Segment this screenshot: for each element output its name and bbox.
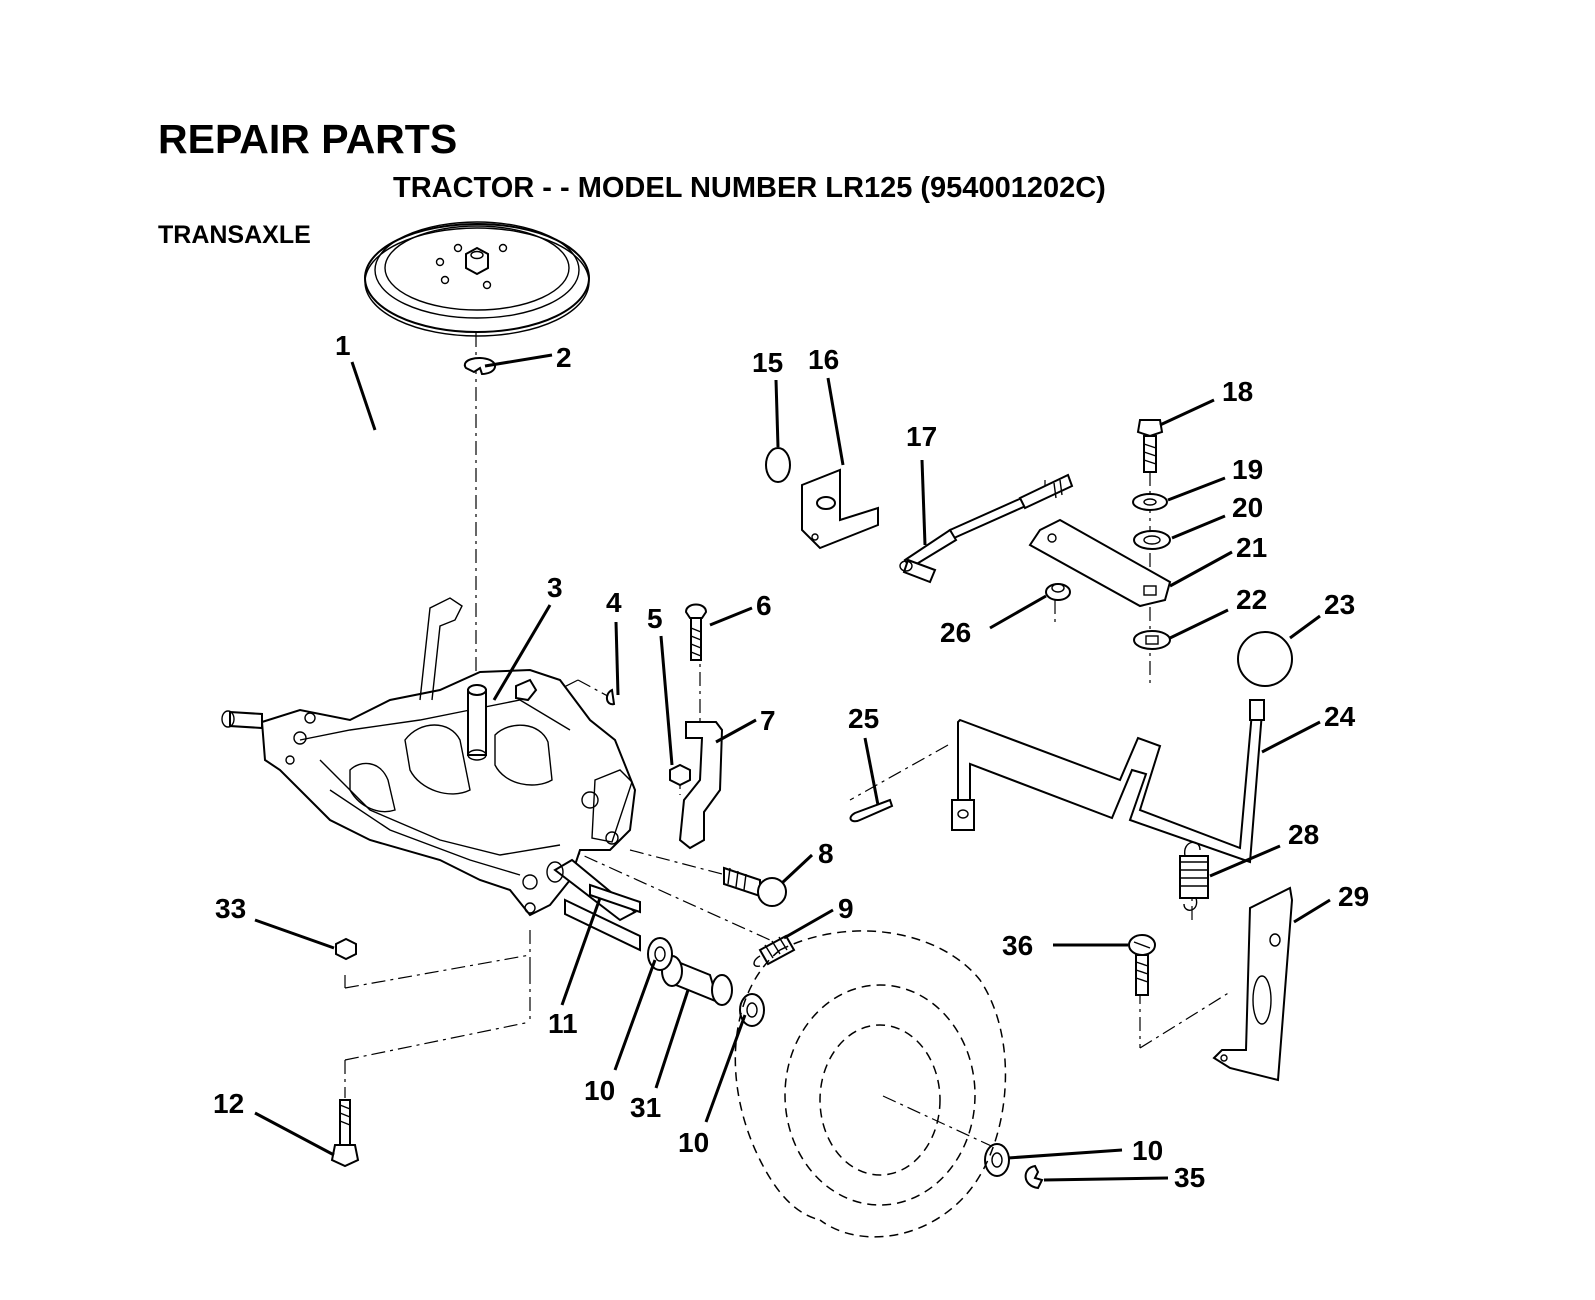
callout-3: 3 [547,572,563,603]
bracket-part-29 [1212,886,1294,1082]
nut-part-5 [669,763,691,787]
callout-16: 16 [808,344,839,375]
rod-assembly-part-17 [899,473,1074,584]
callout-19: 19 [1232,454,1263,485]
callout-28: 28 [1288,819,1319,850]
callout-33: 33 [215,893,246,924]
bolt-part-6 [684,603,708,661]
callout-31: 31 [630,1092,661,1123]
transaxle-housing-part [221,597,637,922]
callout-4: 4 [606,587,622,618]
callout-26: 26 [940,617,971,648]
section-heading: TRANSAXLE [158,221,311,249]
callout-5: 5 [647,603,663,634]
shift-lever-part-24 [951,699,1265,864]
washer-part-15 [765,447,791,483]
model-subtitle: TRACTOR - - MODEL NUMBER LR125 (95400120… [393,172,1106,204]
callout-12: 12 [213,1088,244,1119]
page-title: REPAIR PARTS [158,116,458,162]
e-clip-part-35 [1024,1164,1044,1190]
callout-8: 8 [818,838,834,869]
bushing-part-26 [1045,583,1071,601]
callout-labels: 1 2 3 4 5 6 7 8 9 11 10 31 10 10 35 33 1… [213,330,1369,1193]
bracket-part-7 [678,721,724,850]
key-part-11 [589,883,641,914]
washer-part-19 [1132,493,1168,511]
callout-25: 25 [848,703,879,734]
callout-7: 7 [760,705,776,736]
callout-22: 22 [1236,584,1267,615]
callout-29: 29 [1338,881,1369,912]
spring-part-28 [1179,841,1209,911]
plate-part-21 [1028,518,1172,608]
callout-24: 24 [1324,701,1356,732]
callout-35: 35 [1174,1162,1205,1193]
axle-spacer-part [564,898,733,1006]
bolt-part-18 [1136,419,1164,473]
callout-17: 17 [906,421,937,452]
callout-11: 11 [548,1008,578,1039]
callout-10-middle: 10 [678,1127,709,1158]
washer-part-20 [1133,530,1171,550]
wheel-tire-outline [734,930,1007,1238]
callout-10-right: 10 [1132,1135,1163,1166]
callout-21: 21 [1236,532,1267,563]
e-ring-part [463,357,497,376]
callout-20: 20 [1232,492,1263,523]
cotter-pin-part [849,798,894,823]
callout-1: 1 [335,330,351,361]
callout-18: 18 [1222,376,1253,407]
knob-part-23 [1237,631,1293,687]
screw-part-36 [1128,934,1156,996]
callout-36: 36 [1002,930,1033,961]
bracket-part-16 [801,468,879,550]
callout-23: 23 [1324,589,1355,620]
callout-15: 15 [752,347,783,378]
bolt-part-12 [330,1099,360,1168]
bolt-part-8 [723,866,787,907]
spring-part-9 [753,934,796,968]
callout-2: 2 [556,342,572,373]
callout-10-left: 10 [584,1075,615,1106]
callout-6: 6 [756,590,772,621]
pulley-part [364,221,590,337]
clip-part [606,688,616,706]
leader-lines [254,353,1331,1182]
nut-part-33 [335,937,357,961]
callout-9: 9 [838,893,854,924]
washer-part-22 [1133,630,1171,650]
